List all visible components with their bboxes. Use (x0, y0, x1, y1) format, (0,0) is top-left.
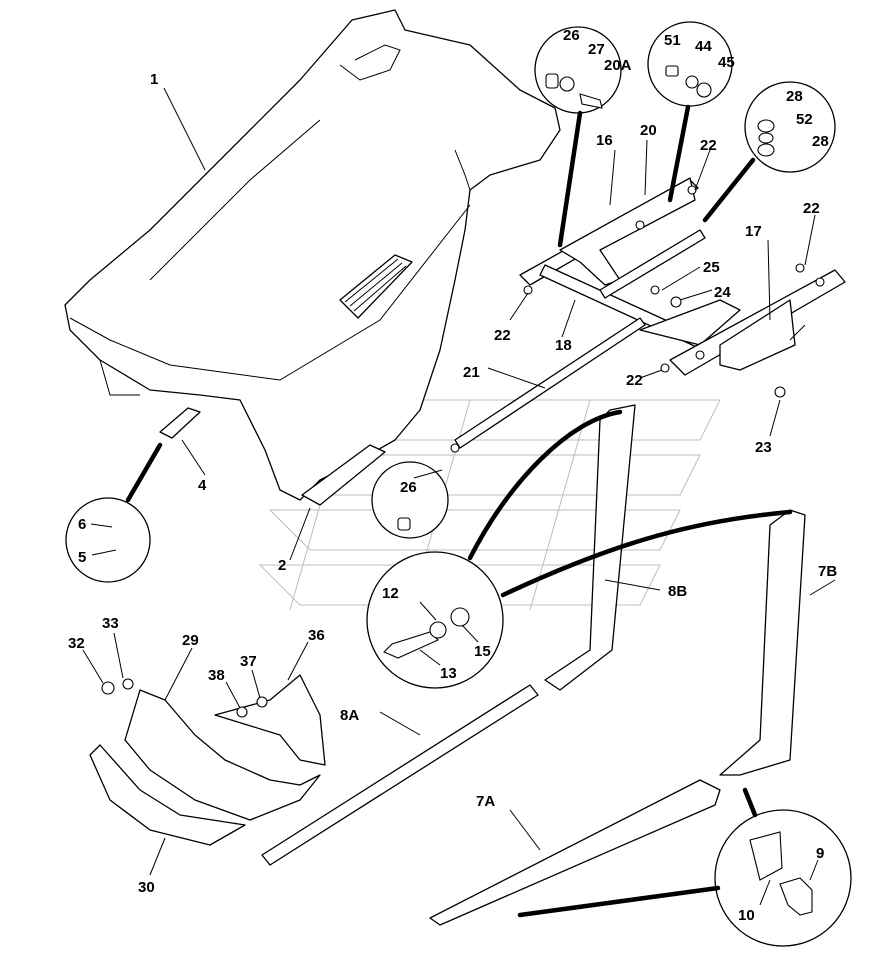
callout-51-44-45 (647, 21, 733, 107)
label-9: 9 (816, 845, 824, 862)
callout-9-10 (714, 809, 852, 947)
callout-5-6 (65, 497, 151, 583)
label-7A: 7A (476, 793, 495, 810)
label-44: 44 (695, 38, 712, 55)
callout-28-52 (744, 81, 836, 173)
label-28-top: 28 (786, 88, 803, 105)
part-21-strut (450, 317, 646, 453)
label-45: 45 (718, 54, 735, 71)
label-37: 37 (240, 653, 257, 670)
label-29: 29 (182, 632, 199, 649)
label-36: 36 (308, 627, 325, 644)
part-labels: 1 2 4 5 6 7A 7B 8A 8B 9 10 12 13 15 16 1… (68, 27, 837, 924)
label-18: 18 (555, 337, 572, 354)
part-29-30-36 (89, 674, 326, 846)
label-7B: 7B (818, 563, 837, 580)
label-15: 15 (474, 643, 491, 660)
label-2: 2 (278, 557, 286, 574)
label-5: 5 (78, 549, 86, 566)
label-22-mid: 22 (626, 372, 643, 389)
label-6: 6 (78, 516, 86, 533)
callout-26-27-20A (534, 26, 622, 114)
label-24: 24 (714, 284, 731, 301)
label-20: 20 (640, 122, 657, 139)
label-4: 4 (198, 477, 207, 494)
label-26-mid: 26 (400, 479, 417, 496)
part-2-pad (301, 444, 386, 506)
label-17: 17 (745, 223, 762, 240)
label-8B: 8B (668, 583, 687, 600)
label-52: 52 (796, 111, 813, 128)
label-30: 30 (138, 879, 155, 896)
label-22-right: 22 (803, 200, 820, 217)
label-21: 21 (463, 364, 480, 381)
label-38: 38 (208, 667, 225, 684)
label-27: 27 (588, 41, 605, 58)
label-13: 13 (440, 665, 457, 682)
label-28-bottom: 28 (812, 133, 829, 150)
leader-lines (82, 87, 836, 906)
label-22-left: 22 (494, 327, 511, 344)
callout-12-13-15 (366, 551, 504, 689)
label-20A: 20A (604, 57, 632, 74)
label-32: 32 (68, 635, 85, 652)
label-51: 51 (664, 32, 681, 49)
bracket-assembly (519, 177, 846, 376)
label-12: 12 (382, 585, 399, 602)
label-26-top: 26 (563, 27, 580, 44)
label-23: 23 (755, 439, 772, 456)
part-7-trim (429, 509, 806, 926)
label-8A: 8A (340, 707, 359, 724)
label-16: 16 (596, 132, 613, 149)
label-1: 1 (150, 71, 158, 88)
label-22-top: 22 (700, 137, 717, 154)
connector-lines (125, 104, 793, 918)
label-10: 10 (738, 907, 755, 924)
label-25: 25 (703, 259, 720, 276)
label-33: 33 (102, 615, 119, 632)
callout-26-b (371, 461, 449, 539)
part-4-clip (159, 407, 201, 439)
part-8-trim (261, 404, 636, 866)
